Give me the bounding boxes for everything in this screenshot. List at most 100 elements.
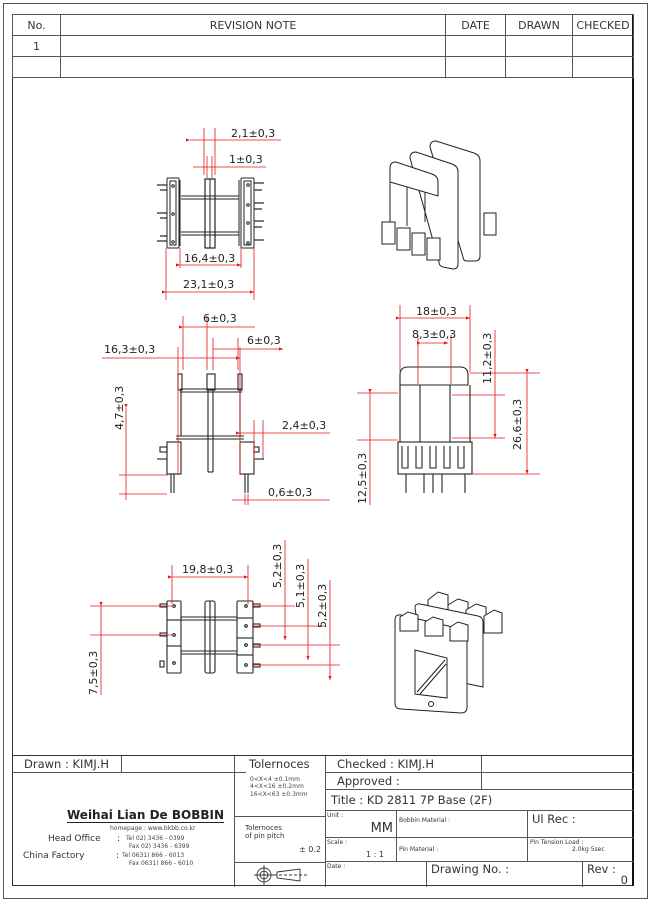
china-factory-tel: Tel 0631) 866 - 6013: [122, 852, 185, 859]
front-view: [157, 373, 264, 493]
right-section: [325, 756, 634, 887]
pin-tension-cell: Pin Tension Load : 2.0kg 5sec: [528, 838, 634, 862]
dim-bottom-19-8: 19,8±0,3: [182, 563, 233, 576]
title-block: Drawn : KIMJ.H Weihai Lian De BOBBIN hom…: [12, 755, 634, 887]
tolerance-range-1: 0<X<4 ±0.1mm: [250, 776, 300, 783]
header-checked: CHECKED: [572, 14, 634, 36]
tolerance-range-3: 16<X<63 ±0.3mm: [250, 791, 308, 798]
head-office-fax: Fax 02) 3436 - 6399: [129, 843, 190, 850]
homepage: homepage : www.bkbb.co.kr: [110, 825, 196, 832]
scale-label: Scale :: [327, 839, 348, 846]
rev-label: Rev :: [587, 862, 616, 876]
dim-bottom-5-1: 5,1±0,3: [294, 564, 307, 608]
dim-side-8-3: 8,3±0,3: [412, 328, 456, 341]
revision-note: [60, 56, 446, 78]
projection-symbol-icon: [254, 865, 307, 885]
drawing-number: Drawing No. :: [427, 862, 583, 887]
bottom-view: [159, 600, 261, 674]
revision-drawn: [505, 56, 573, 78]
pin-material-label: Pin Material :: [399, 846, 439, 853]
revision-row: [12, 56, 634, 78]
top-view-dimensions: [162, 128, 281, 300]
revision-drawn: [505, 35, 573, 57]
dim-top-2-1: 2,1±0,3: [231, 127, 275, 140]
head-office-tel: Tel 02) 3436 - 0399: [126, 835, 185, 842]
dim-top-16-4: 16,4±0,3: [184, 252, 235, 265]
tolerances-title: Tolernoces: [249, 757, 310, 771]
scale-value: 1 : 1: [366, 850, 384, 859]
header-date: DATE: [445, 14, 506, 36]
checked-blank: [482, 756, 634, 773]
dim-side-18: 18±0,3: [416, 305, 457, 318]
dim-side-11-2: 11,2±0,3: [481, 333, 494, 384]
side-view-dimensions: [357, 305, 540, 505]
header-revision-note: REVISION NOTE: [60, 14, 446, 36]
outer-frame: [3, 3, 648, 899]
pin-pitch-label-1: Tolernoces: [245, 824, 282, 832]
checked-by: Checked : KIMJ.H: [325, 756, 482, 773]
china-factory-fax: Fax 0631) 866 - 6010: [129, 860, 194, 867]
header-no: No.: [12, 14, 61, 36]
side-view: [397, 366, 473, 493]
dim-front-2-4: 2,4±0,3: [282, 419, 326, 432]
dim-bottom-5-2-a: 5,2±0,3: [271, 544, 284, 588]
rev-cell: Rev : 0: [583, 862, 634, 887]
drawing-title: Title : KD 2811 7P Base (2F): [325, 790, 634, 811]
date-cell: Date :: [325, 862, 427, 887]
company-info: Weihai Lian De BOBBIN homepage : www.bkb…: [23, 808, 224, 867]
dim-top-1: 1±0,3: [229, 153, 263, 166]
unit-label: Unit :: [327, 812, 344, 819]
bobbin-material-cell: Bobbin Material :: [397, 811, 528, 838]
revision-row: 1: [12, 35, 634, 57]
drawn-by-blank: [122, 756, 246, 773]
technical-drawing: 2,1±0,3 1±0,3 16,4±0,3 23,1±0,3: [87, 127, 540, 714]
isometric-view-bottom: [394, 591, 503, 714]
revision-no: 1: [12, 35, 61, 57]
dim-bottom-7-5: 7,5±0,3: [87, 651, 100, 695]
head-office-label: Head Office: [48, 834, 101, 844]
dim-front-0-6: 0,6±0,3: [268, 486, 312, 499]
revision-header-row: No. REVISION NOTE DATE DRAWN CHECKED: [12, 14, 634, 36]
dim-bottom-5-2-b: 5,2±0,3: [316, 584, 329, 628]
bobbin-material-label: Bobbin Material :: [399, 817, 451, 824]
scale-cell: Scale : 1 : 1: [325, 838, 397, 862]
isometric-view-top: [381, 140, 497, 270]
company-name: Weihai Lian De BOBBIN: [67, 808, 224, 823]
approved-blank: [482, 773, 634, 790]
pin-pitch-value: ± 0.2: [299, 845, 321, 854]
dim-side-26-6: 26,6±0,3: [511, 399, 524, 450]
tolerances-column: [234, 756, 325, 887]
revision-checked: [572, 56, 634, 78]
dim-front-16-3: 16,3±0,3: [104, 343, 155, 356]
dim-top-23-1: 23,1±0,3: [183, 278, 234, 291]
dim-front-4-7: 4,7±0,3: [113, 386, 126, 430]
date-label: Date :: [327, 863, 346, 870]
dim-front-6-b: 6±0,3: [247, 334, 281, 347]
pin-tension-value: 2.0kg 5sec: [572, 846, 605, 853]
revision-no: [12, 56, 61, 78]
revision-note: [60, 35, 446, 57]
revision-checked: [572, 35, 634, 57]
unit-cell: Unit : MM: [325, 811, 397, 838]
bottom-view-dimensions: [90, 540, 340, 695]
revision-date: [445, 56, 506, 78]
revision-date: [445, 35, 506, 57]
drawn-by: Drawn : KIMJ.H: [12, 756, 122, 773]
divider: [234, 816, 325, 817]
pin-tension-label: Pin Tension Load :: [530, 839, 584, 846]
pin-material-cell: Pin Material :: [397, 838, 528, 862]
front-view-dimensions: [102, 316, 330, 505]
dim-side-12-5: 12,5±0,3: [356, 453, 369, 504]
dim-front-6-a: 6±0,3: [203, 312, 237, 325]
ul-rec-label: Ul Rec :: [532, 812, 576, 826]
tolerance-range-2: 4<X<16 ±0.2mm: [250, 783, 304, 790]
divider: [234, 862, 325, 863]
ul-rec-cell: Ul Rec :: [528, 811, 634, 838]
unit-value: MM: [370, 821, 393, 836]
revision-table: No. REVISION NOTE DATE DRAWN CHECKED 1: [12, 14, 634, 78]
approved-by: Approved :: [325, 773, 482, 790]
header-drawn: DRAWN: [505, 14, 573, 36]
pin-pitch-label-2: of pin pitch: [245, 832, 285, 840]
top-view: [157, 177, 264, 249]
china-factory-label: China Factory: [23, 851, 85, 861]
